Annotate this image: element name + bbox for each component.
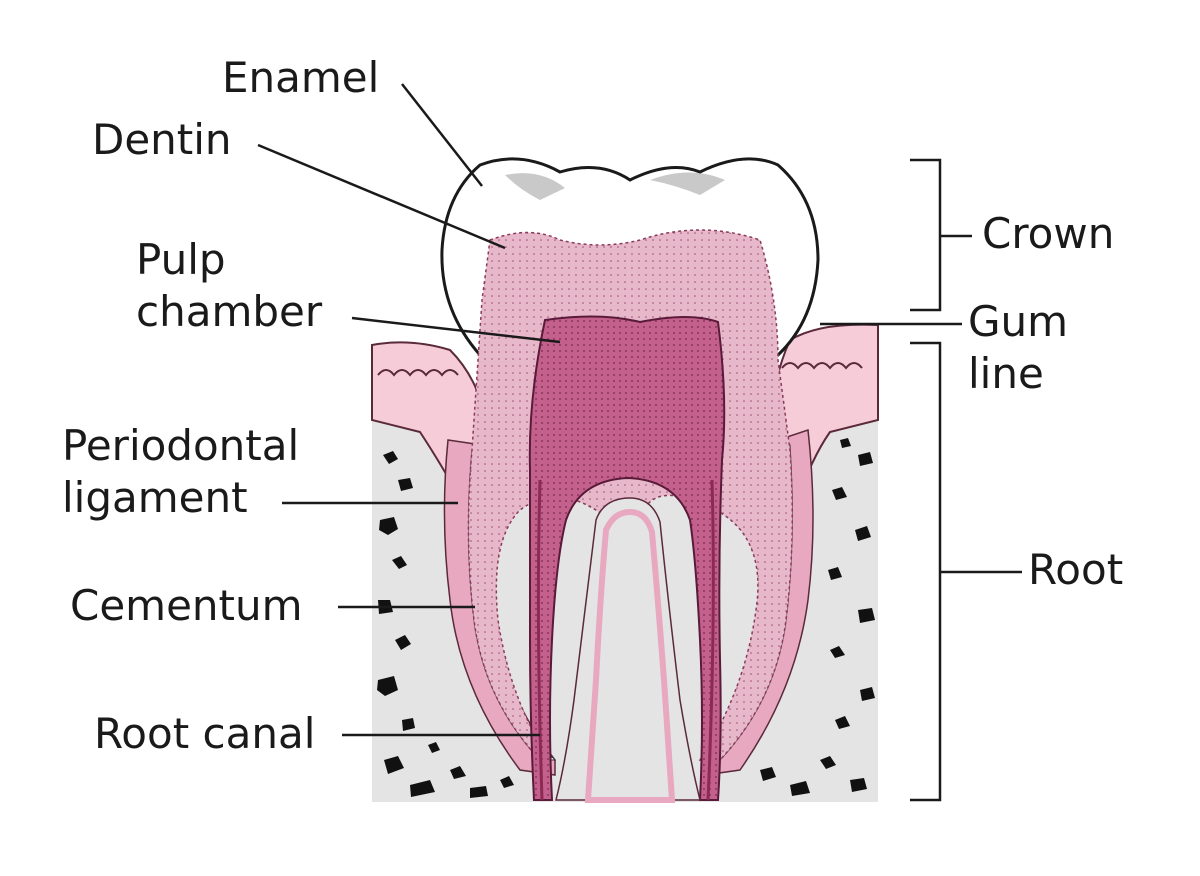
label-enamel: Enamel xyxy=(222,53,380,102)
label-gum-line: Gum line xyxy=(968,297,1069,398)
label-cementum: Cementum xyxy=(70,581,303,630)
root-canal-left xyxy=(536,479,544,801)
label-periodontal-ligament: Periodontal ligament xyxy=(62,421,300,522)
crown-bracket xyxy=(910,158,972,312)
inter-root-ligament xyxy=(584,508,676,803)
bone-spots xyxy=(377,438,875,798)
label-pulp-chamber: Pulp chamber xyxy=(136,235,323,336)
enamel-cusp-shading xyxy=(505,172,725,200)
leader-pulp-chamber xyxy=(351,316,561,344)
label-dentin: Dentin xyxy=(92,115,232,164)
leader-lines xyxy=(257,83,1022,802)
root-canal-right xyxy=(706,479,715,801)
root-bracket xyxy=(910,341,1022,802)
label-root-canal: Root canal xyxy=(94,709,316,758)
leader-dentin xyxy=(257,143,506,250)
label-crown: Crown xyxy=(982,209,1115,258)
pulp-chamber xyxy=(528,315,726,801)
label-root: Root xyxy=(1028,545,1124,594)
leader-enamel xyxy=(401,83,483,187)
